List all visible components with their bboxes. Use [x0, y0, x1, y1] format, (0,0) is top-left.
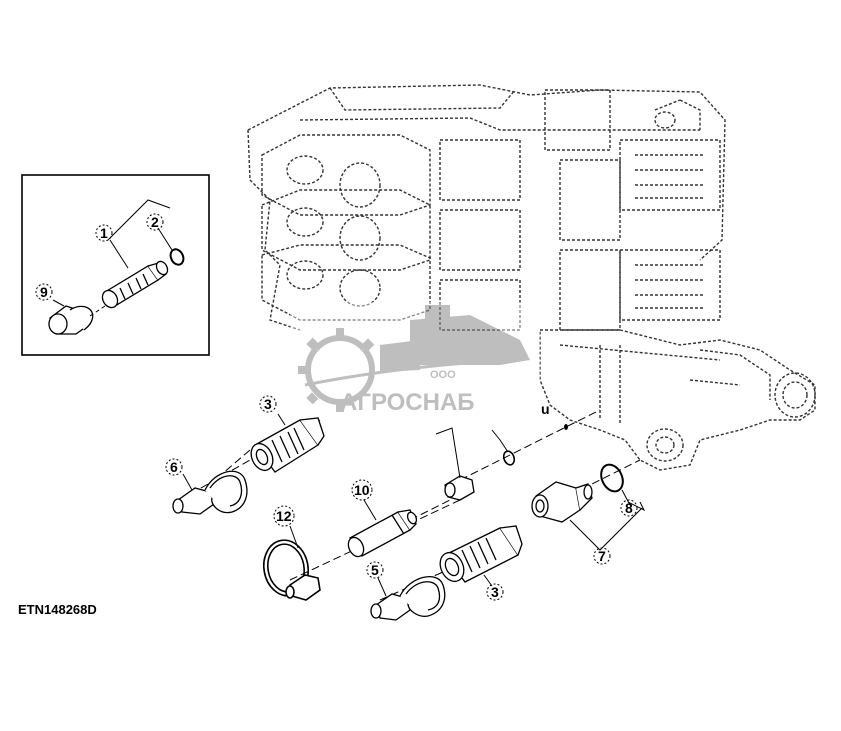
- callout-7: 7: [593, 547, 611, 565]
- callout-6-label: 6: [170, 459, 178, 475]
- inset-box: [21, 174, 210, 356]
- leader-2: [157, 227, 173, 251]
- callout-3-lower: 3: [486, 583, 504, 601]
- callout-5: 5: [366, 561, 384, 579]
- callout-9-label: 9: [40, 284, 48, 300]
- callout-1: 1: [95, 224, 113, 242]
- callout-2-label: 2: [151, 214, 159, 230]
- dust-plug-part-5: [370, 576, 446, 621]
- leader-1: [109, 239, 129, 269]
- callout-3-upper: 3: [259, 395, 277, 413]
- watermark-brand-text: АГРОСНАБ: [340, 389, 475, 416]
- callout-9: 9: [35, 283, 53, 301]
- callout-12-label: 12: [276, 508, 292, 524]
- callout-7-label: 7: [598, 548, 606, 564]
- agrosnab-watermark: ООО АГРОСНАБ: [290, 302, 540, 422]
- callout-8: 8: [620, 499, 638, 517]
- coupler-part-3-upper: [250, 417, 325, 473]
- o-ring-part-8: [600, 463, 624, 493]
- coupler-part-3-lower: [439, 525, 523, 583]
- callout-markers: 1 2 9 3 6 10 12 5: [35, 213, 638, 601]
- callout-3-upper-label: 3: [264, 396, 272, 412]
- dust-plug-part-6: [172, 470, 248, 515]
- callout-8-label: 8: [625, 500, 633, 516]
- leader-lines: [182, 413, 646, 597]
- o-ring-part-2: [169, 248, 185, 266]
- adapter-part-10: [347, 509, 418, 558]
- callout-10-label: 10: [354, 482, 370, 498]
- callout-10: 10: [351, 479, 373, 501]
- coupler-part-1: [101, 260, 169, 309]
- dust-cap-part-9: [48, 305, 94, 335]
- harvester-icon: [380, 305, 530, 372]
- callout-12: 12: [273, 505, 295, 527]
- hex-nut: [444, 475, 475, 501]
- callout-2: 2: [146, 213, 164, 231]
- watermark-small-text: ООО: [430, 369, 456, 381]
- callout-1-bracket: [107, 199, 171, 241]
- fragment-label: u: [541, 401, 550, 417]
- inset-axis-line: [89, 305, 106, 317]
- callout-5-label: 5: [371, 562, 379, 578]
- document-id: ETN148268D: [18, 602, 97, 617]
- ring-plug-part-12: [262, 539, 321, 601]
- small-seal: [564, 424, 568, 430]
- callout-1-label: 1: [100, 225, 108, 241]
- callout-3-lower-label: 3: [491, 584, 499, 600]
- fitting-part-7: [531, 481, 593, 523]
- leader-9: [52, 299, 65, 307]
- callout-6: 6: [165, 458, 183, 476]
- washer: [502, 450, 516, 466]
- valve-block-assembly: [247, 84, 816, 471]
